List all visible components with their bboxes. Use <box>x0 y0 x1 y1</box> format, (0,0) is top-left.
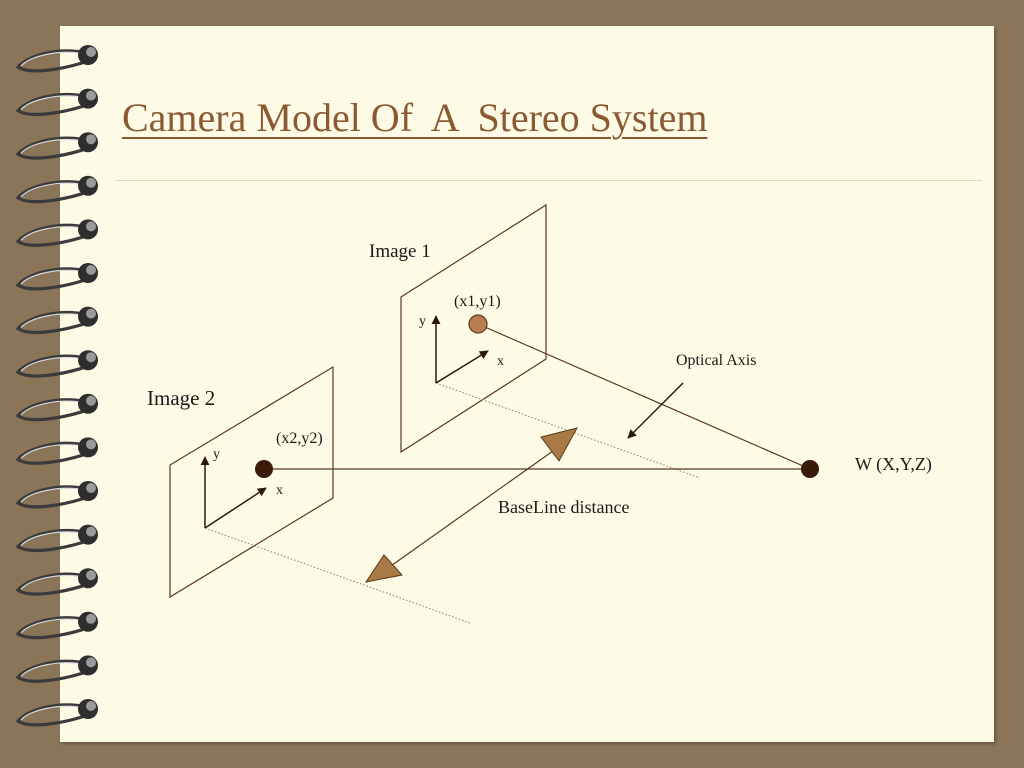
binding-ring <box>15 655 98 683</box>
binding-ring <box>15 393 98 422</box>
label-point-2: (x2,y2) <box>276 430 323 447</box>
binding-ring <box>15 175 98 204</box>
world-point <box>801 460 819 478</box>
binding-ring <box>15 88 98 117</box>
optical-axis-line-2 <box>204 527 471 624</box>
image-point-1 <box>468 314 488 334</box>
title-divider <box>115 180 982 181</box>
label-x-axis-1: x <box>497 354 504 369</box>
binding-ring <box>15 132 98 160</box>
label-y-axis-2: y <box>213 447 220 462</box>
image-point-2 <box>255 460 273 478</box>
label-image-1: Image 1 <box>369 241 431 262</box>
image-plane-1 <box>400 203 547 454</box>
x-axis-2 <box>204 487 267 529</box>
binding-ring <box>15 568 98 596</box>
binding-ring <box>15 219 98 247</box>
label-image-2: Image 2 <box>147 386 215 410</box>
label-y-axis-1: y <box>419 314 426 329</box>
x-axis-1 <box>435 350 489 384</box>
label-point-1: (x1,y1) <box>454 293 501 310</box>
baseline-line <box>387 445 561 569</box>
binding-ring <box>15 611 98 640</box>
binding-ring <box>15 263 98 291</box>
slide-title: Camera Model Of A Stereo System <box>122 95 708 140</box>
slide-page <box>60 26 994 742</box>
binding-ring <box>15 524 98 553</box>
binding-ring <box>15 45 98 73</box>
label-x-axis-2: x <box>276 483 283 498</box>
label-optical-axis: Optical Axis <box>676 352 756 369</box>
binding-ring <box>15 437 98 465</box>
label-world-point: W (X,Y,Z) <box>855 454 932 475</box>
binding-ring <box>15 699 98 727</box>
ray-image1-to-world <box>477 323 811 470</box>
image-plane-2 <box>169 365 334 599</box>
binding-ring <box>15 481 98 509</box>
baseline-arrowhead-lower <box>364 554 403 583</box>
binding-ring <box>15 350 98 378</box>
label-baseline: BaseLine distance <box>498 497 629 517</box>
baseline-arrowhead-upper <box>540 427 578 462</box>
optical-axis-pointer <box>627 382 684 439</box>
binding-ring <box>15 306 98 335</box>
spiral-binding <box>15 45 98 727</box>
